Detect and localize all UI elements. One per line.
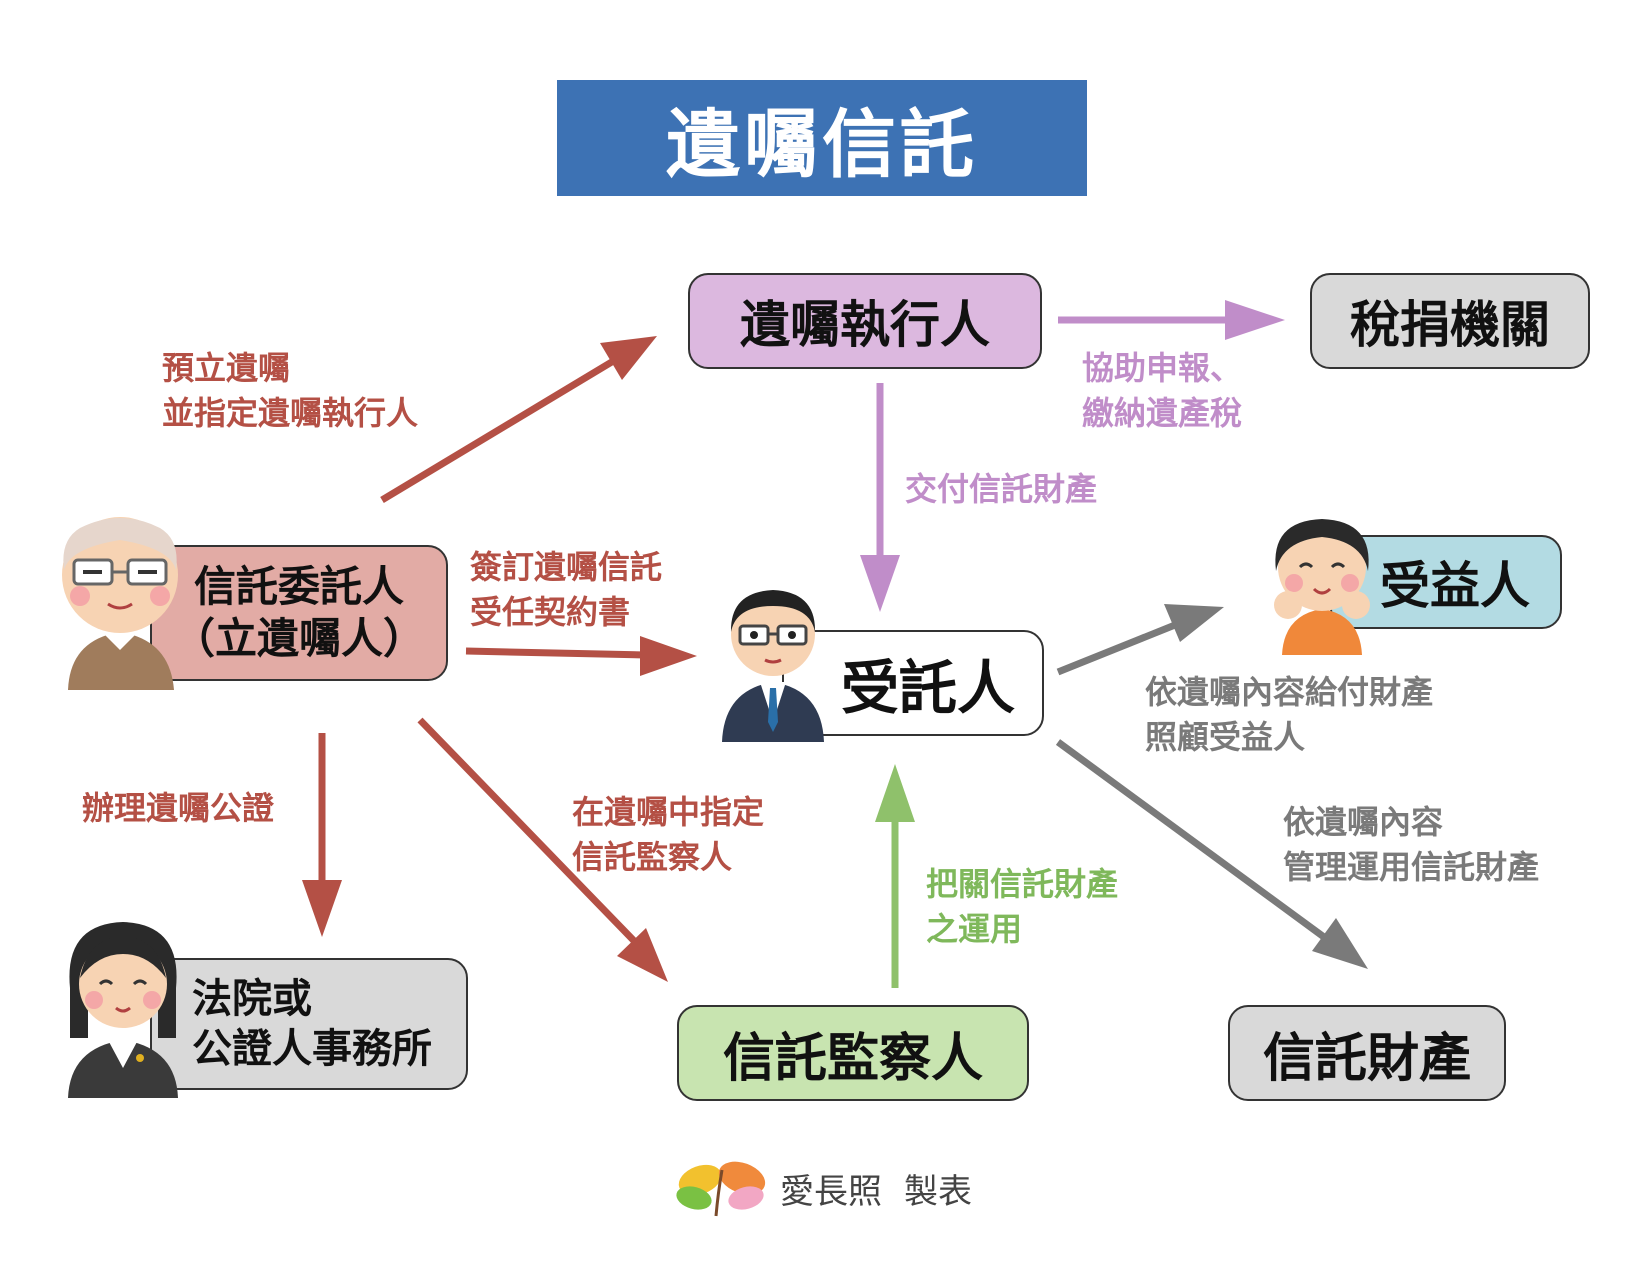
arrow-settlor-to-court — [302, 733, 342, 937]
diagram-title: 遺囑信託 — [557, 80, 1087, 196]
footer: 愛長照 製表 — [672, 1158, 972, 1218]
edge-label-settlor-executor: 預立遺囑 並指定遺囑執行人 — [162, 349, 419, 432]
girl-illustration — [1274, 519, 1370, 655]
edge-label-supervisor-trustee: 把關信託財產 之運用 — [926, 865, 1119, 948]
butterfly-logo-icon — [676, 1161, 766, 1217]
beneficiary-label: 受益人 — [1380, 557, 1530, 615]
trust-property-node: 信託財產 — [1228, 1005, 1506, 1101]
woman-lawyer-illustration — [68, 922, 178, 1098]
court-node: 法院或 公證人事務所 — [150, 958, 468, 1090]
arrow-settlor-to-executor — [380, 336, 657, 504]
arrow-settlor-to-supervisor — [417, 717, 668, 982]
arrow-trustee-to-beneficiary — [1056, 604, 1224, 676]
tax-office-label: 稅捐機關 — [1350, 296, 1550, 354]
settlor-label-line1: 信託委託人 — [193, 562, 404, 611]
arrow-executor-to-tax — [1058, 300, 1285, 340]
arrow-trustee-to-property — [1055, 739, 1368, 969]
businessman-illustration — [722, 590, 824, 742]
trust-property-label: 信託財產 — [1262, 1028, 1471, 1089]
tax-office-node: 稅捐機關 — [1310, 273, 1590, 369]
executor-node: 遺囑執行人 — [688, 273, 1042, 369]
supervisor-label: 信託監察人 — [722, 1028, 983, 1089]
court-label-line2: 公證人事務所 — [192, 1026, 432, 1072]
edge-label-executor-trustee: 交付信託財產 — [905, 470, 1098, 508]
supervisor-node: 信託監察人 — [677, 1005, 1029, 1101]
edge-label-trustee-beneficiary: 依遺囑內容給付財產 照顧受益人 — [1145, 673, 1434, 756]
executor-label: 遺囑執行人 — [740, 296, 990, 354]
beneficiary-node: 受益人 — [1330, 535, 1562, 629]
edge-label-executor-tax: 協助申報、 繳納遺產稅 — [1082, 349, 1243, 432]
arrow-executor-to-trustee — [860, 383, 900, 612]
court-label-line1: 法院或 — [192, 976, 312, 1022]
trustee-label: 受託人 — [840, 654, 1015, 722]
edge-label-trustee-property: 依遺囑內容 管理運用信託財產 — [1283, 803, 1540, 886]
elderly-man-illustration — [62, 517, 178, 690]
footer-brand: 愛長照 — [780, 1171, 882, 1212]
settlor-label-line2: （立遺囑人） — [172, 614, 425, 663]
trustee-node: 受託人 — [782, 630, 1044, 736]
arrow-supervisor-to-trustee — [875, 764, 915, 988]
footer-made-by: 製表 — [904, 1171, 972, 1212]
edge-label-settlor-trustee: 簽訂遺囑信託 受任契約書 — [470, 548, 663, 631]
settlor-node: 信託委託人 （立遺囑人） — [150, 545, 448, 681]
edge-label-settlor-court: 辦理遺囑公證 — [82, 789, 275, 827]
arrow-settlor-to-trustee — [465, 636, 697, 676]
edge-label-settlor-supervisor: 在遺囑中指定 信託監察人 — [572, 793, 765, 876]
